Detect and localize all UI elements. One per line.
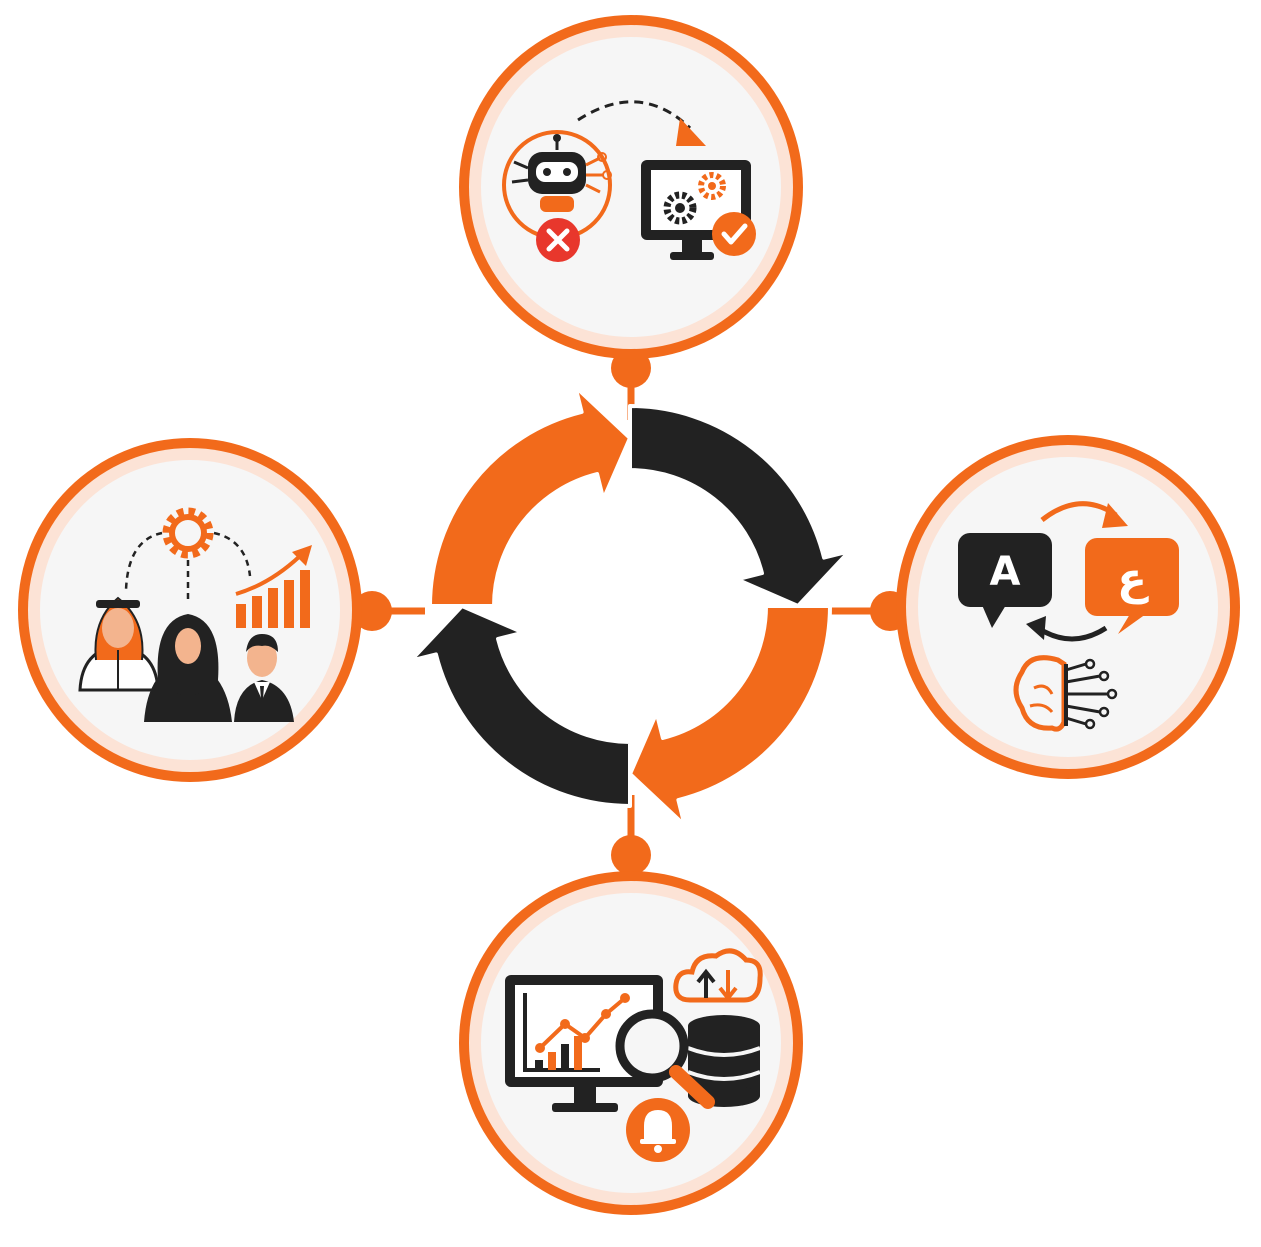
node-right[interactable]: A ع — [896, 435, 1240, 779]
check-icon — [712, 212, 756, 256]
cloud-sync-icon — [673, 948, 763, 1003]
connector-dot-left — [352, 591, 392, 631]
swap-arrows-icon — [1026, 501, 1128, 642]
connector-dot-bottom — [611, 835, 651, 875]
gear-icon — [162, 507, 214, 559]
dashed-connectors — [124, 531, 252, 600]
cycle-arrow-orange-bottom — [628, 604, 832, 828]
database-icon — [687, 1015, 761, 1107]
cycle-arrow-orange-top — [428, 384, 632, 608]
latin-letter: A — [990, 549, 1021, 595]
brain-circuit-icon — [1013, 655, 1118, 732]
magnifier-icon — [615, 1009, 715, 1109]
speech-bubble-icon: A — [958, 533, 1052, 628]
businessman-icon — [234, 634, 294, 722]
robot-icon — [502, 130, 612, 240]
dashed-arrow-icon — [577, 100, 706, 146]
bell-icon — [626, 1098, 690, 1162]
cycle-arrow-dark-left — [408, 604, 632, 808]
cycle-arrows — [408, 384, 852, 828]
speech-bubble-icon: ع — [1085, 538, 1179, 634]
arabic-letter: ع — [1117, 554, 1149, 605]
cross-icon — [536, 218, 580, 262]
man-in-ghutra-icon — [78, 596, 160, 692]
growth-chart-icon — [235, 545, 312, 628]
cycle-arrow-dark-right — [628, 404, 852, 608]
node-bottom[interactable] — [459, 871, 803, 1215]
woman-in-hijab-icon — [144, 614, 232, 722]
node-left[interactable] — [18, 438, 362, 782]
gears-icon — [663, 172, 726, 225]
node-top[interactable] — [459, 15, 803, 359]
